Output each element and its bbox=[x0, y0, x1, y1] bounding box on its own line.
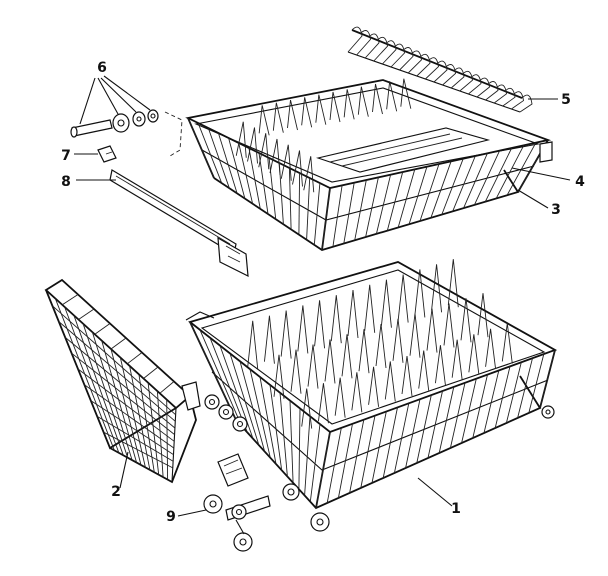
lower-rack bbox=[185, 259, 558, 532]
callout-1: 1 bbox=[451, 501, 461, 517]
callout-4: 4 bbox=[575, 174, 585, 190]
callout-labels: 6 7 8 5 4 3 2 9 1 bbox=[61, 60, 585, 525]
roller-assembly bbox=[203, 453, 271, 552]
callout-8: 8 bbox=[61, 174, 71, 190]
upper-rack bbox=[164, 78, 553, 251]
callout-9: 9 bbox=[166, 509, 176, 525]
callout-2: 2 bbox=[111, 484, 121, 500]
callout-6: 6 bbox=[97, 60, 107, 76]
silverware-basket bbox=[44, 278, 201, 484]
callout-7: 7 bbox=[61, 148, 71, 164]
rail-end-cap bbox=[97, 145, 117, 163]
fastener-set bbox=[70, 109, 159, 138]
callout-5: 5 bbox=[561, 92, 571, 108]
fold-down-tine-row bbox=[347, 26, 533, 113]
rack-rail bbox=[109, 169, 249, 278]
callout-3: 3 bbox=[551, 202, 561, 218]
callout-leaders bbox=[74, 75, 571, 517]
